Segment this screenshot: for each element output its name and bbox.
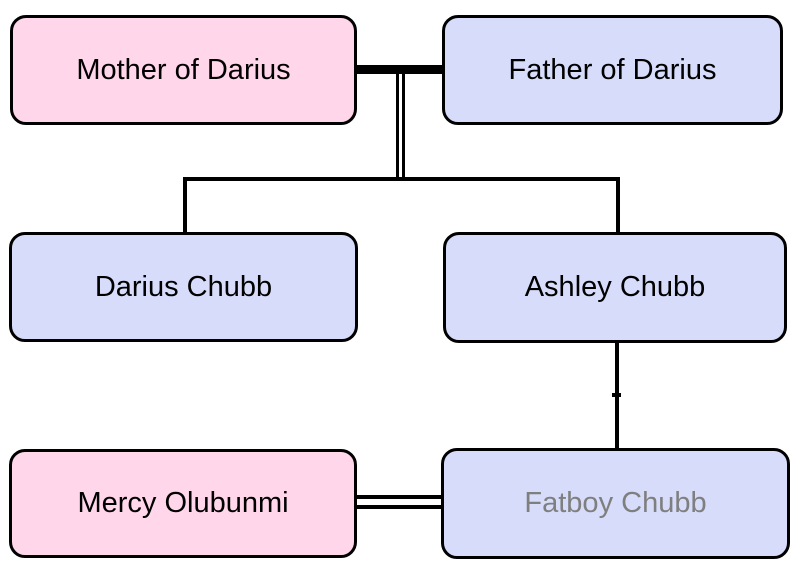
person-name-label: Mother of Darius <box>76 53 291 86</box>
person-node-mother-of-darius[interactable]: Mother of Darius <box>10 15 357 125</box>
person-name-label: Mercy Olubunmi <box>77 487 289 519</box>
edge-union-descent-line-right <box>402 74 405 178</box>
person-node-ashley-chubb[interactable]: Ashley Chubb <box>443 232 787 343</box>
person-name-label: Father of Darius <box>508 53 717 86</box>
person-name-label: Ashley Chubb <box>524 271 706 303</box>
edge-sibling-rail <box>183 177 619 181</box>
edge-drop-to-ashley <box>616 177 620 232</box>
person-node-fatboy-chubb[interactable]: Fatboy Chubb <box>441 448 790 559</box>
edge-union-mother-father <box>357 65 443 74</box>
person-name-label: Darius Chubb <box>94 270 273 303</box>
edge-union-mercy-fatboy-top <box>357 495 441 499</box>
edge-junction-tick <box>612 393 621 397</box>
person-node-darius-chubb[interactable]: Darius Chubb <box>9 232 358 342</box>
edge-union-mercy-fatboy-bottom <box>357 505 441 509</box>
person-node-mercy-olubunmi[interactable]: Mercy Olubunmi <box>9 449 357 558</box>
edge-union-descent-line-left <box>396 74 399 178</box>
person-node-father-of-darius[interactable]: Father of Darius <box>442 15 783 125</box>
edge-drop-to-darius <box>183 177 187 232</box>
person-name-label: Fatboy Chubb <box>524 487 707 519</box>
